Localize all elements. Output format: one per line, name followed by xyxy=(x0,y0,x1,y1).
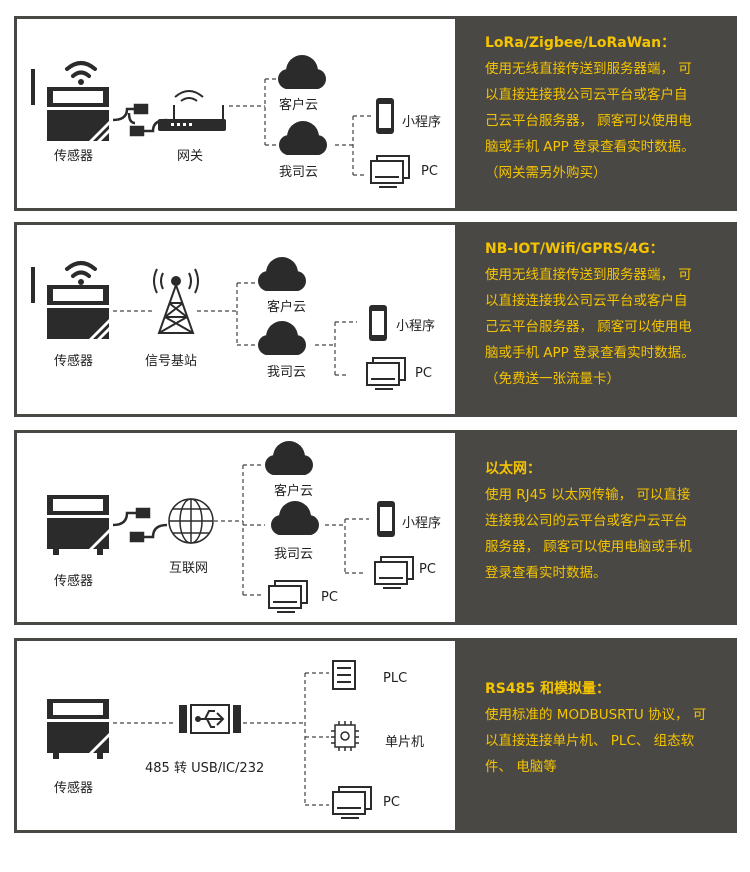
label-our-cloud: 我司云 xyxy=(274,547,314,562)
label-customer-cloud: 客户云 xyxy=(279,98,319,113)
plc-icon xyxy=(332,660,356,690)
label-pc: PC xyxy=(321,590,338,605)
diagram-ethernet-svg xyxy=(47,441,414,613)
description-nbiot: NB-IOT/Wifi/GPRS/4G： 使用无线直接传送到服务器端， 可 以直… xyxy=(469,222,737,417)
line: 使用无线直接传送到服务器端， 可 xyxy=(485,267,692,283)
description-lora: LoRa/Zigbee/LoRaWan： 使用无线直接传送到服务器端， 可 以直… xyxy=(469,16,737,211)
label-pc: PC xyxy=(415,366,432,381)
diagram-rs485-svg xyxy=(47,660,372,819)
line: 使用 RJ45 以太网传输， 可以直接 xyxy=(485,487,691,503)
diagram-lora: 传感器 网关 客户云 我司云 小程序 PC xyxy=(17,19,455,208)
base-station-icon xyxy=(153,268,199,334)
phone-icon xyxy=(376,98,394,134)
title-nbiot: NB-IOT/Wifi/GPRS/4G： xyxy=(485,241,664,257)
label-sensor: 传感器 xyxy=(54,781,94,796)
line: 使用无线直接传送到服务器端， 可 xyxy=(485,61,692,77)
label-pc: PC xyxy=(419,562,436,577)
pc-icon xyxy=(374,556,414,589)
pc-icon xyxy=(370,155,410,188)
label-customer-cloud: 客户云 xyxy=(274,484,314,499)
diagram-nbiot-svg xyxy=(31,257,406,390)
cable-icon xyxy=(112,103,168,137)
diagram-lora-svg xyxy=(31,55,410,188)
line: 脑或手机 APP 登录查看实时数据。 xyxy=(485,345,695,361)
label-pc: PC xyxy=(421,164,438,179)
label-mini-program: 小程序 xyxy=(396,319,436,334)
label-sensor: 传感器 xyxy=(54,574,94,589)
phone-icon xyxy=(369,305,387,341)
description-ethernet: 以太网： 使用 RJ45 以太网传输， 可以直接 连接我公司的云平台或客户云平台… xyxy=(469,430,737,625)
title-lora: LoRa/Zigbee/LoRaWan： xyxy=(485,35,676,51)
panel-ethernet: 传感器 互联网 客户云 我司云 小程序 PC PC 以太网： 使用 RJ45 以… xyxy=(14,430,737,625)
phone-icon xyxy=(377,501,395,537)
pc-icon xyxy=(366,357,406,390)
title-ethernet: 以太网： xyxy=(485,461,541,477)
label-pc: PC xyxy=(383,795,400,810)
label-gateway: 网关 xyxy=(177,149,204,164)
bottom-spacer xyxy=(0,856,750,872)
line: 以直接连接单片机、 PLC、 组态软 xyxy=(485,733,695,749)
cloud-icon xyxy=(271,501,319,535)
line: 连接我公司的云平台或客户云平台 xyxy=(485,513,688,529)
label-mini-program: 小程序 xyxy=(402,516,442,531)
label-our-cloud: 我司云 xyxy=(267,365,307,380)
globe-icon xyxy=(168,498,214,544)
router-icon xyxy=(158,90,226,131)
label-our-cloud: 我司云 xyxy=(279,165,319,180)
cable-icon xyxy=(112,507,168,543)
label-converter: 485 转 USB/IC/232 xyxy=(145,761,265,776)
usb-converter-icon xyxy=(179,704,241,734)
title-rs485: RS485 和模拟量： xyxy=(485,681,610,697)
cloud-icon xyxy=(258,257,306,291)
label-base-station: 信号基站 xyxy=(145,354,198,369)
line: 己云平台服务器， 顾客可以使用电 xyxy=(485,319,692,335)
label-mini-program: 小程序 xyxy=(402,115,442,130)
line: 使用标准的 MODBUSRTU 协议， 可 xyxy=(485,707,707,723)
cloud-icon xyxy=(279,121,327,155)
panel-lora: 传感器 网关 客户云 我司云 小程序 PC LoRa/Zigbee/LoRaWa… xyxy=(14,16,737,211)
cloud-icon xyxy=(278,55,326,89)
sensor-icon xyxy=(47,699,109,759)
line: 以直接连接我公司云平台或客户自 xyxy=(485,293,688,309)
line: 服务器， 顾客可以使用电脑或手机 xyxy=(485,539,692,555)
sensor-icon xyxy=(47,495,109,555)
diagram-nbiot: 传感器 信号基站 客户云 我司云 小程序 PC xyxy=(17,225,455,414)
panel-rs485: 传感器 485 转 USB/IC/232 PLC 单片机 PC RS485 和模… xyxy=(14,638,737,833)
line: 以直接连接我公司云平台或客户自 xyxy=(485,87,688,103)
sensor-icon xyxy=(31,69,109,141)
line: 件、 电脑等 xyxy=(485,759,557,775)
wifi-icon xyxy=(65,61,97,78)
description-rs485: RS485 和模拟量： 使用标准的 MODBUSRTU 协议， 可 以直接连接单… xyxy=(469,638,737,833)
cloud-icon xyxy=(265,441,313,475)
label-internet: 互联网 xyxy=(169,561,209,576)
label-sensor: 传感器 xyxy=(54,354,94,369)
line: （免费送一张流量卡） xyxy=(485,371,620,387)
diagram-ethernet: 传感器 互联网 客户云 我司云 小程序 PC PC xyxy=(17,433,455,622)
line: 登录查看实时数据。 xyxy=(485,565,607,581)
line: 脑或手机 APP 登录查看实时数据。 xyxy=(485,139,695,155)
label-mcu: 单片机 xyxy=(385,735,425,750)
panel-nbiot: 传感器 信号基站 客户云 我司云 小程序 PC NB-IOT/Wifi/GPRS… xyxy=(14,222,737,417)
line: （网关需另外购买） xyxy=(485,165,607,181)
pc-icon xyxy=(268,580,308,613)
label-sensor: 传感器 xyxy=(54,149,94,164)
cloud-icon xyxy=(258,321,306,355)
sensor-icon xyxy=(31,267,109,339)
pc-icon xyxy=(332,786,372,819)
label-plc: PLC xyxy=(383,671,408,686)
label-customer-cloud: 客户云 xyxy=(267,300,307,315)
diagram-rs485: 传感器 485 转 USB/IC/232 PLC 单片机 PC xyxy=(17,641,455,830)
wifi-icon xyxy=(65,261,97,278)
line: 己云平台服务器， 顾客可以使用电 xyxy=(485,113,692,129)
chip-icon xyxy=(331,721,359,751)
